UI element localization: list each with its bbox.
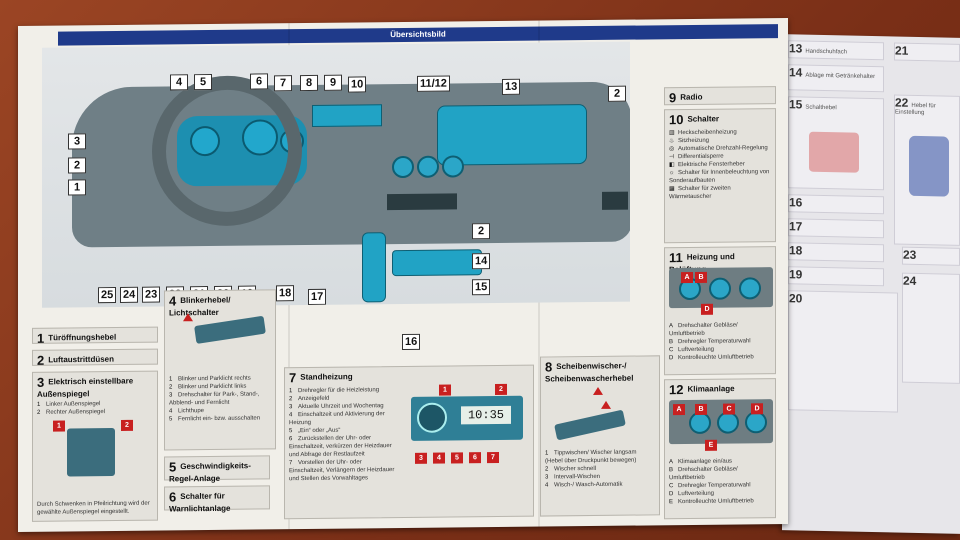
ac-tag-b: B bbox=[695, 403, 707, 415]
callout-6: 6 bbox=[250, 73, 268, 90]
heater-tag-4: 4 bbox=[433, 452, 445, 464]
heater-tag-7: 7 bbox=[487, 451, 499, 464]
callout-18: 18 bbox=[276, 285, 295, 302]
heat-tag-d: D bbox=[701, 303, 713, 315]
heater-tag-2: 2 bbox=[495, 383, 507, 396]
gear-pattern-icon bbox=[809, 131, 859, 173]
blinker-lever-icon bbox=[194, 315, 266, 344]
flap-item-17: 17 bbox=[788, 218, 884, 239]
callout-2-center: 2 bbox=[472, 223, 490, 240]
heater-tag-5: 5 bbox=[451, 452, 463, 464]
glovebox-panel bbox=[437, 104, 587, 166]
flap-item-20: 20 bbox=[788, 290, 898, 413]
right-vent bbox=[602, 191, 628, 210]
wiper-lever-icon bbox=[554, 409, 626, 441]
callout-9: 9 bbox=[324, 74, 342, 91]
storage-tray bbox=[392, 249, 482, 277]
callout-4: 4 bbox=[170, 74, 188, 91]
mirror-switch-icon bbox=[67, 428, 115, 477]
callout-10: 10 bbox=[348, 76, 367, 93]
arrow-up-icon bbox=[601, 400, 611, 409]
arrow-up-icon bbox=[593, 386, 603, 396]
flap-item-24: 24 bbox=[902, 272, 960, 384]
center-vents bbox=[387, 193, 457, 211]
mirror-tag-1: 1 bbox=[53, 420, 65, 432]
flap-item-19: 19 bbox=[788, 266, 884, 287]
manual-sheet: Übersichtsbild 4 5 6 7 8 9 10 11/12 13 2… bbox=[18, 17, 788, 533]
heater-tag-3: 3 bbox=[415, 452, 427, 464]
callout-14: 14 bbox=[472, 253, 491, 270]
arrow-up-icon bbox=[183, 313, 193, 322]
hvac-knob-icon bbox=[392, 155, 414, 179]
airflow-knob-icon bbox=[739, 277, 761, 300]
callout-15: 15 bbox=[472, 279, 491, 296]
callout-16: 16 bbox=[402, 333, 421, 351]
flap-item-16: 16 bbox=[788, 194, 884, 215]
hvac-knob-icon bbox=[417, 155, 439, 178]
ac-tag-d: D bbox=[751, 403, 763, 415]
ac-tag-a: A bbox=[673, 404, 685, 416]
callout-23: 23 bbox=[142, 286, 161, 303]
callout-24: 24 bbox=[120, 286, 139, 303]
callout-3: 3 bbox=[68, 133, 86, 150]
callout-2-right: 2 bbox=[608, 85, 626, 102]
flap-item-21: 21 bbox=[894, 42, 960, 62]
ac-tag-e: E bbox=[705, 439, 717, 451]
callout-8: 8 bbox=[300, 74, 318, 92]
callout-17: 17 bbox=[308, 288, 327, 305]
heat-tag-b: B bbox=[695, 271, 707, 283]
ac-tag-c: C bbox=[723, 403, 735, 415]
heater-tag-6: 6 bbox=[469, 452, 481, 464]
page-title: Übersichtsbild bbox=[58, 24, 778, 46]
heater-clock-display: 10:35 bbox=[461, 405, 511, 425]
callout-13: 13 bbox=[502, 78, 521, 95]
callout-11-12: 11/12 bbox=[417, 75, 450, 92]
mirror-tag-2: 2 bbox=[121, 419, 133, 431]
heat-tag-a: A bbox=[681, 271, 693, 284]
dashboard-illustration: 4 5 6 7 8 9 10 11/12 13 2 3 2 1 2 14 15 … bbox=[42, 41, 630, 308]
callout-2: 2 bbox=[68, 157, 86, 174]
lever-icon bbox=[909, 135, 949, 197]
heater-control-panel: 10:35 bbox=[411, 395, 523, 441]
gear-lever bbox=[362, 232, 386, 303]
fan-knob-icon bbox=[689, 411, 711, 435]
temp-knob-icon bbox=[709, 277, 731, 300]
heater-tag-1: 1 bbox=[439, 384, 451, 396]
callout-5: 5 bbox=[194, 74, 212, 91]
hvac-knob-icon bbox=[442, 155, 464, 178]
temp-knob-icon bbox=[717, 411, 739, 434]
callout-1: 1 bbox=[68, 179, 86, 196]
callout-25: 25 bbox=[98, 287, 117, 304]
callout-7: 7 bbox=[274, 75, 292, 92]
heater-dial-icon bbox=[417, 402, 447, 433]
flap-item-18: 18 bbox=[788, 242, 884, 263]
radio-panel bbox=[312, 104, 382, 127]
airflow-knob-icon bbox=[745, 411, 767, 434]
flap-item-23: 23 bbox=[902, 246, 960, 266]
